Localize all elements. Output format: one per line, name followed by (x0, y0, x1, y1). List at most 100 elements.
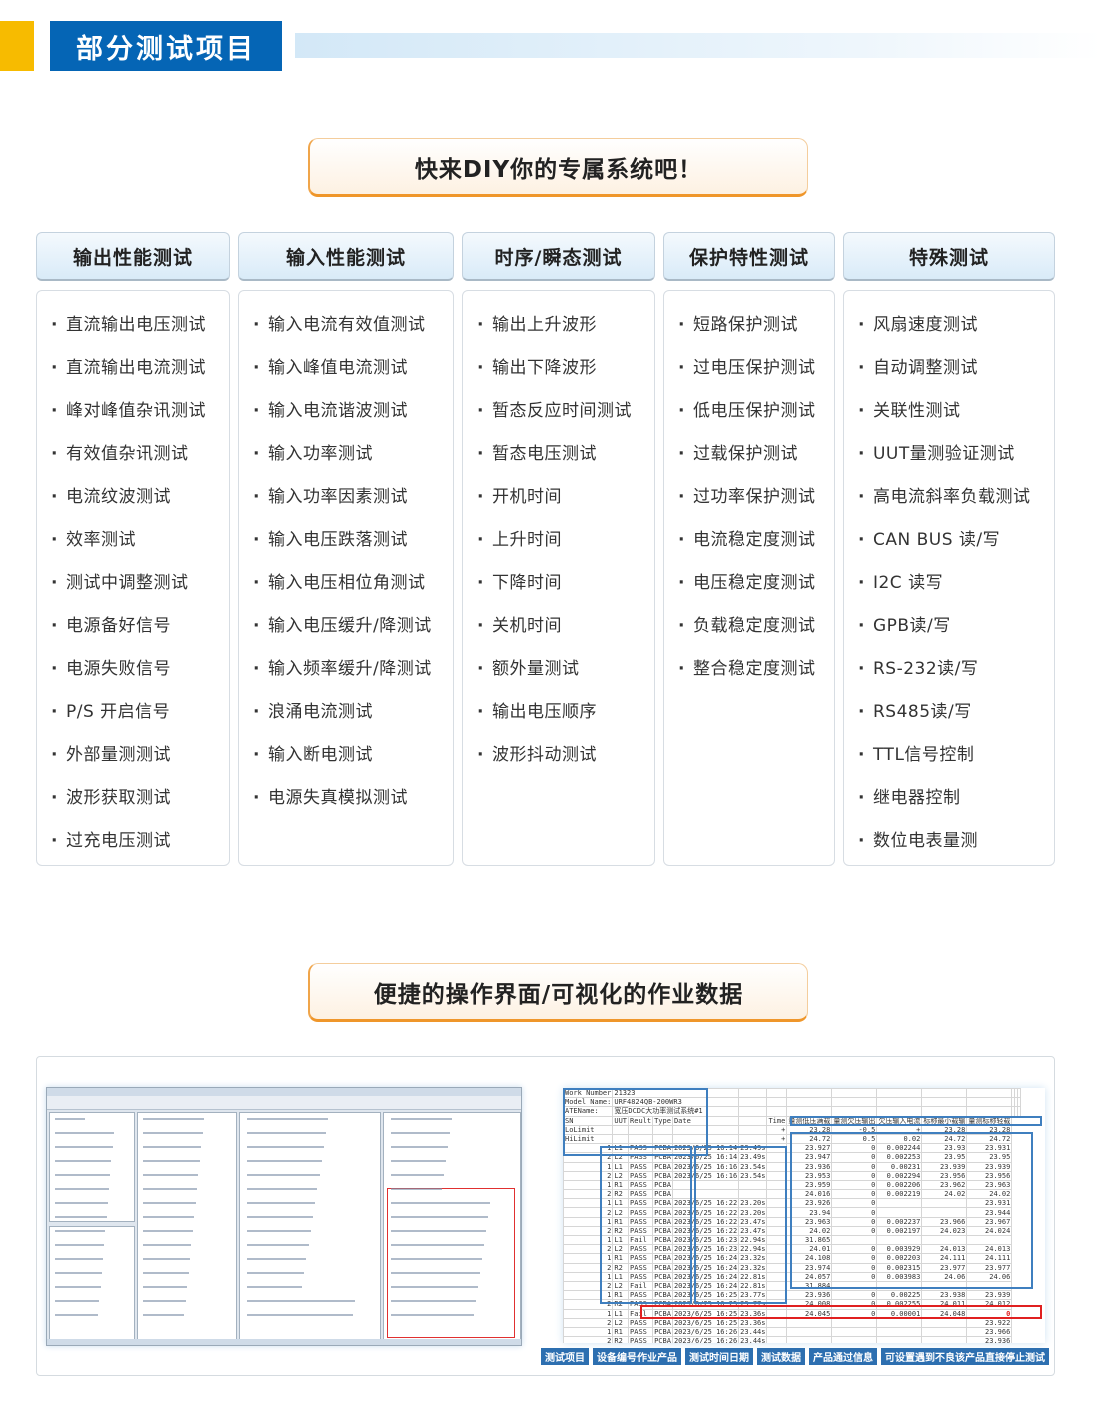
table-cell (921, 1317, 968, 1328)
test-item: 输入电压缓升/降测试 (239, 611, 453, 654)
test-item: 直流输出电压测试 (37, 310, 229, 353)
table-cell: PCBA (652, 1326, 673, 1338)
table-cell: 23.966 (966, 1326, 1013, 1338)
table-cell: 2023/6/25 16:25 (671, 1317, 740, 1328)
test-item: 风扇速度测试 (844, 310, 1054, 353)
ui-text-line (55, 1314, 99, 1316)
datetime-outline (694, 1146, 787, 1304)
test-item: 负载稳定度测试 (664, 611, 834, 654)
ui-text-line (55, 1300, 100, 1302)
ui-text-line (55, 1118, 85, 1120)
ui-text-line (55, 1188, 109, 1190)
table-cell: PASS (628, 1317, 654, 1328)
category-header: 输出性能测试 (36, 232, 230, 281)
table-cell: PCBA (652, 1317, 673, 1328)
tag-stop: 可设置遇到不良该产品直接停止测试 (881, 1348, 1049, 1365)
test-item: I2C 读写 (844, 568, 1054, 611)
test-item: 电源失真模拟测试 (239, 783, 453, 826)
table-cell: L2 (612, 1317, 630, 1328)
test-item: 低电压保护测试 (664, 396, 834, 439)
table-cell: + (766, 1124, 788, 1135)
ui-text-line (391, 1258, 482, 1260)
ui-text-line (391, 1174, 444, 1176)
ui-text-line (55, 1216, 107, 1218)
ui-text-line (247, 1258, 307, 1260)
table-cell: 2 (563, 1336, 614, 1343)
ui-text-line (143, 1272, 189, 1274)
table-row: ATEName:宽压DCDC大功率测试系统#1 (563, 1106, 1022, 1117)
ui-text-line (55, 1258, 103, 1260)
ui-text-line (247, 1118, 329, 1120)
table-cell: PASS (628, 1326, 654, 1338)
test-item: 暂态电压测试 (463, 439, 654, 482)
test-item: 波形获取测试 (37, 783, 229, 826)
table-cell (738, 1133, 768, 1145)
test-item: 直流输出电流测试 (37, 353, 229, 396)
test-item: 电压稳定度测试 (664, 568, 834, 611)
ui-text-line (143, 1202, 196, 1204)
data-outline (790, 1132, 1033, 1289)
fail-stop-outline (640, 1305, 1042, 1319)
table-cell: PCBA (652, 1336, 673, 1343)
test-item: UUT量测验证测试 (844, 439, 1054, 482)
test-item: 额外量测试 (463, 654, 654, 697)
test-item: 输入断电测试 (239, 740, 453, 783)
table-cell: 1 (563, 1308, 614, 1319)
ui-text-line (391, 1118, 452, 1120)
ui-text-line (55, 1272, 102, 1274)
ui-text-line (391, 1202, 490, 1204)
ui-text-line (55, 1174, 111, 1176)
test-item: 输入电流谐波测试 (239, 396, 453, 439)
ui-text-line (143, 1160, 200, 1162)
table-cell (921, 1336, 968, 1343)
table-cell: 23.938 (921, 1290, 968, 1301)
test-item: 自动调整测试 (844, 353, 1054, 396)
ui-text-line (247, 1230, 311, 1232)
table-cell: 0 (831, 1290, 878, 1301)
table-cell: 23.922 (966, 1317, 1013, 1328)
category-list: 直流输出电压测试直流输出电流测试峰对峰值杂讯测试有效值杂讯测试电流纹波测试效率测… (36, 290, 230, 866)
test-item: 数位电表量测 (844, 826, 1054, 869)
ui-text-line (55, 1146, 113, 1148)
test-item: 输出电压顺序 (463, 697, 654, 740)
test-item: 电源备好信号 (37, 611, 229, 654)
table-cell (786, 1336, 833, 1343)
ui-text-line (391, 1314, 474, 1316)
table-cell: 2 (563, 1317, 614, 1328)
table-cell: 1 (563, 1326, 614, 1338)
test-item: 输入功率测试 (239, 439, 453, 482)
table-cell: 0.00225 (876, 1290, 923, 1301)
test-item: 过充电压测试 (37, 826, 229, 869)
test-item: RS485读/写 (844, 697, 1054, 740)
table-cell: Time (766, 1115, 788, 1126)
test-item: 电源失败信号 (37, 654, 229, 697)
tag-data: 测试数据 (757, 1348, 805, 1365)
table-cell (831, 1336, 878, 1343)
ui-text-line (247, 1272, 305, 1274)
table-cell (876, 1326, 923, 1338)
ui-text-line (391, 1216, 488, 1218)
ui-text-line (391, 1188, 442, 1190)
test-item: 输入频率缓升/降测试 (239, 654, 453, 697)
test-item: CAN BUS 读/写 (844, 525, 1054, 568)
tree-panel (49, 1112, 135, 1222)
device-outline (563, 1088, 708, 1156)
test-item: 上升时间 (463, 525, 654, 568)
test-item: 开机时间 (463, 482, 654, 525)
ui-text-line (55, 1132, 114, 1134)
table-cell (831, 1326, 878, 1338)
ui-text-line (55, 1286, 101, 1288)
test-item: 暂态反应时间测试 (463, 396, 654, 439)
category-header: 特殊测试 (843, 232, 1055, 281)
table-cell (831, 1317, 878, 1328)
items-outline (790, 1116, 1042, 1126)
annotation-tags: 测试项目 设备编号作业产品 测试时间日期 测试数据 产品通过信息 可设置遇到不良… (541, 1348, 1051, 1365)
category-header: 输入性能测试 (238, 232, 454, 281)
